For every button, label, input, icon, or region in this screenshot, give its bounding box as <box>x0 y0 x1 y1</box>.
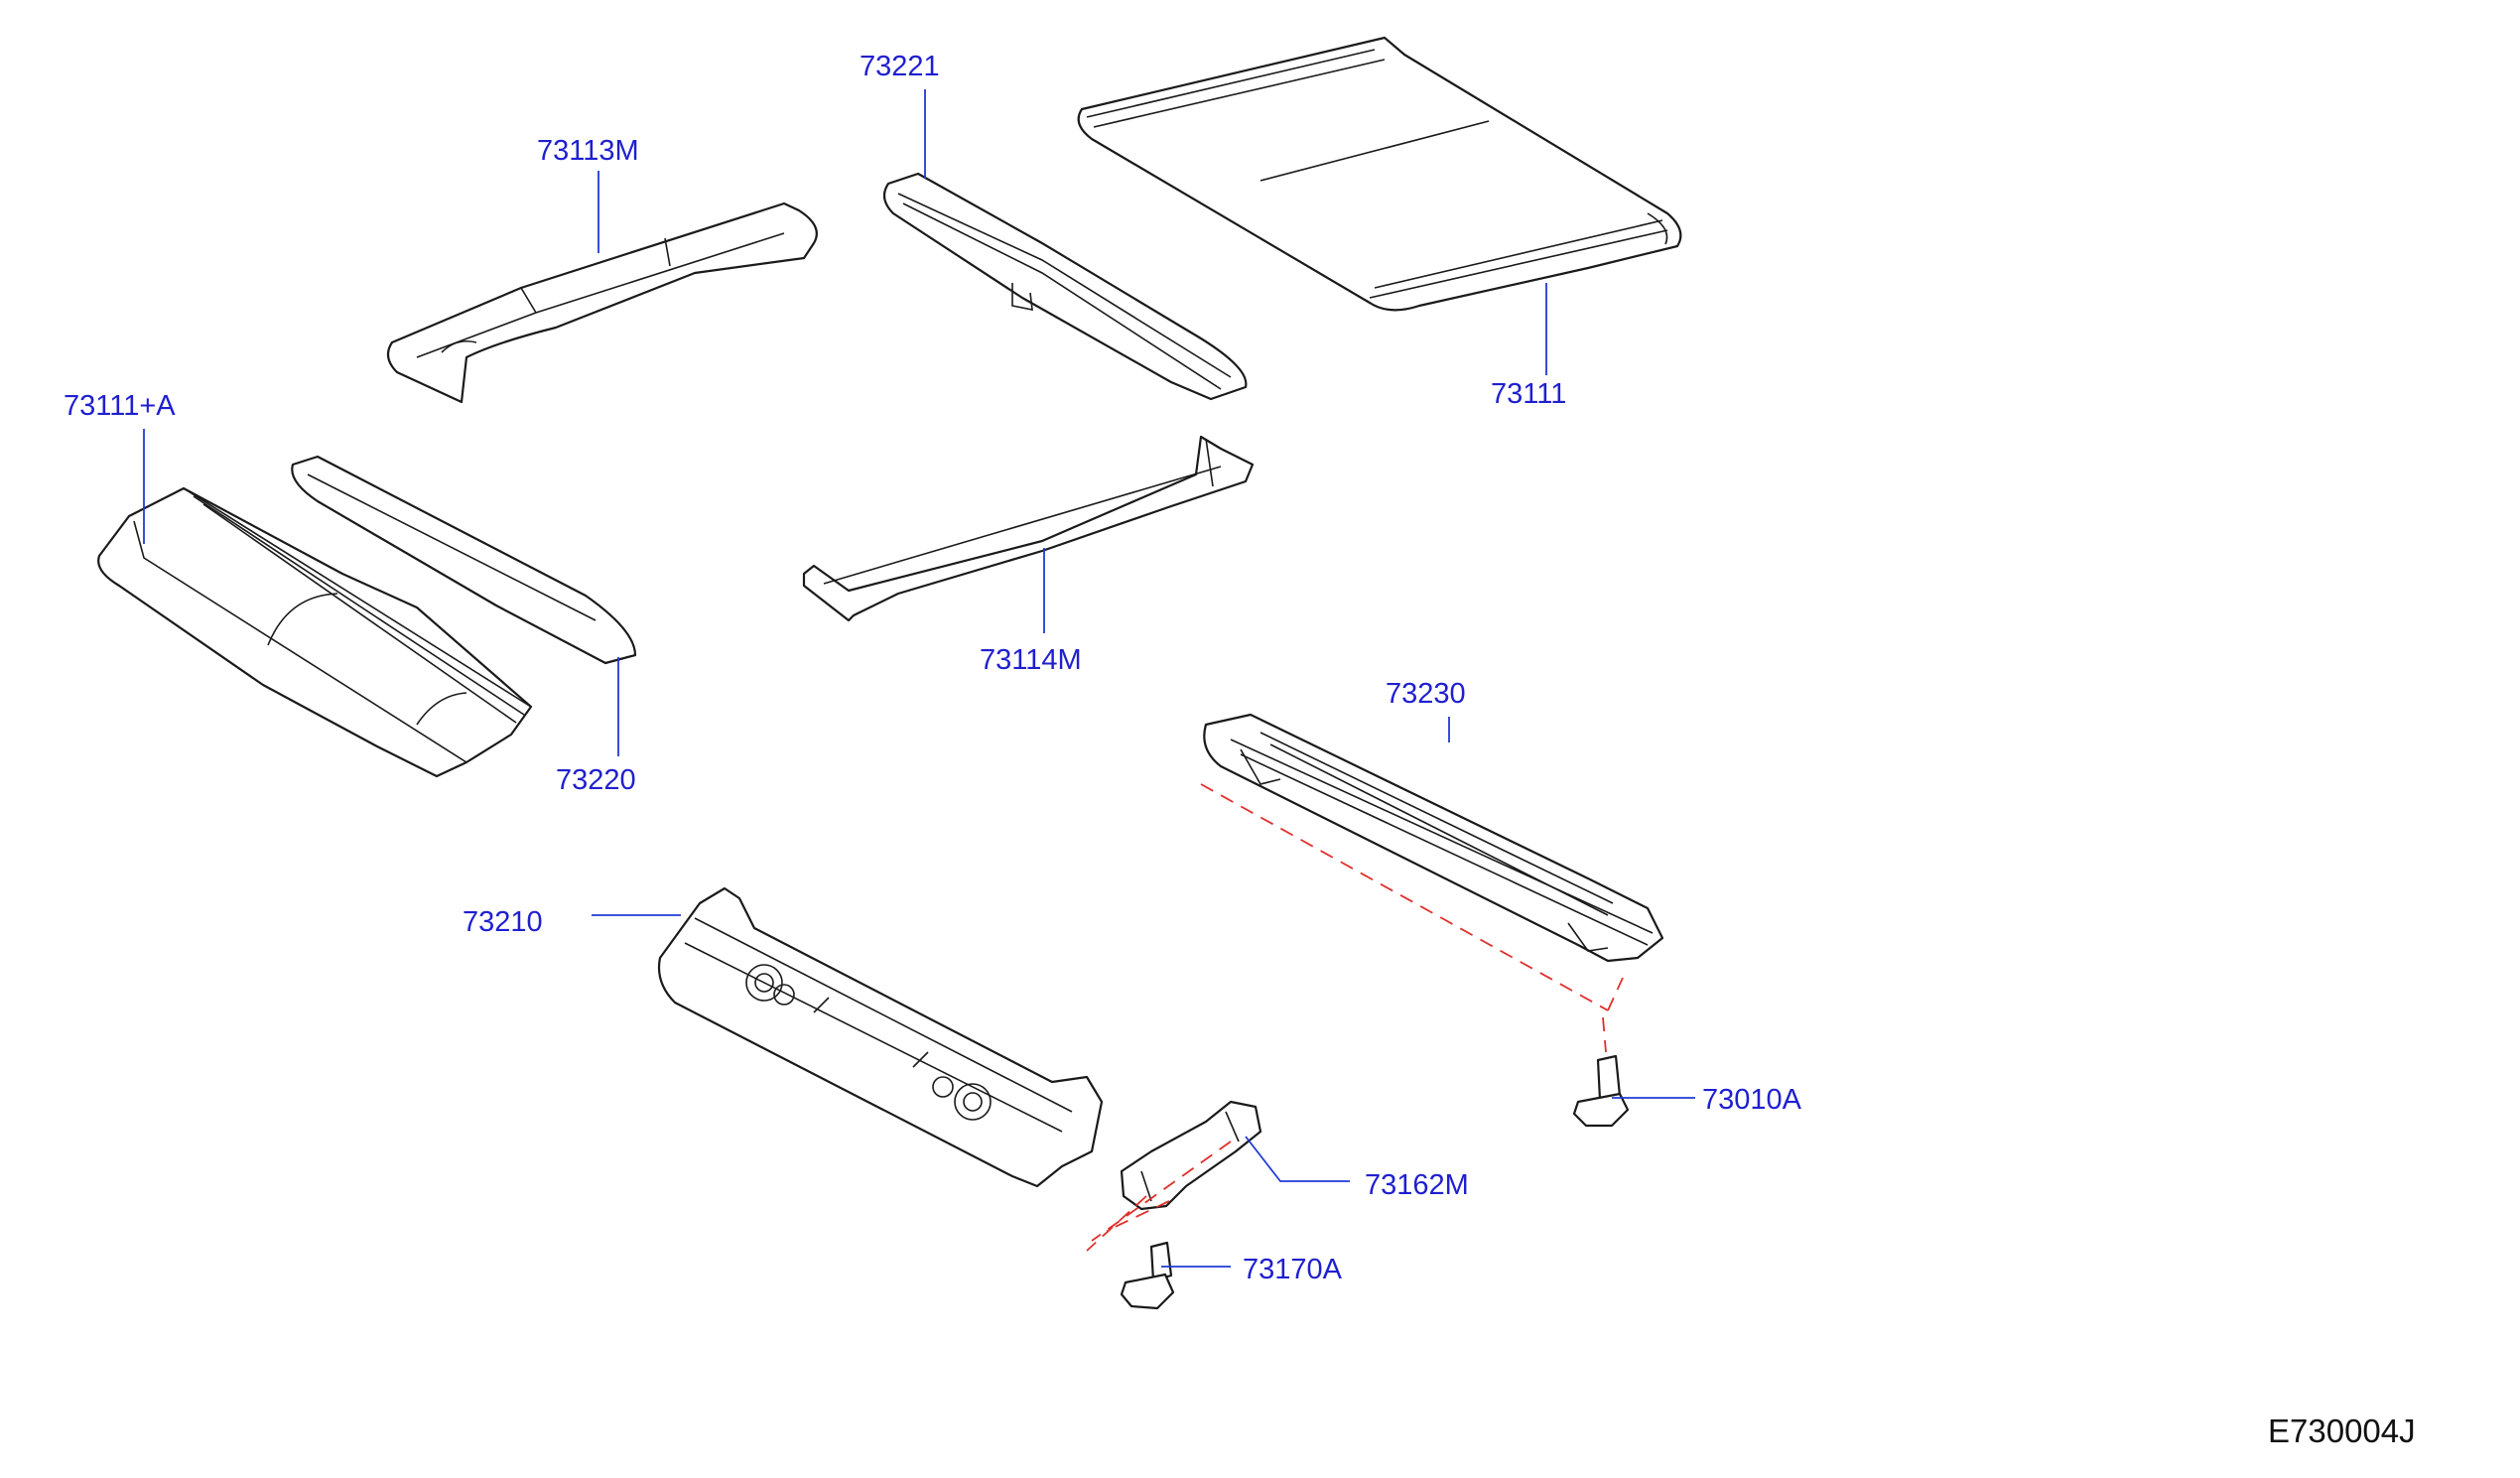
drawing-code: E730004J <box>2268 1412 2416 1449</box>
rear-roof-rail-73220 <box>291 455 637 665</box>
leader-lines <box>143 89 1695 1268</box>
front-roof-rail-73221 <box>882 172 1248 401</box>
label-73220: 73220 <box>556 764 636 796</box>
label-73111A: 73111+A <box>64 390 176 422</box>
front-header-73113M <box>386 202 818 404</box>
label-73162M: 73162M <box>1365 1169 1469 1201</box>
bolt-73170A <box>1120 1241 1175 1310</box>
label-73170A: 73170A <box>1243 1254 1343 1285</box>
label-73111: 73111 <box>1491 378 1566 410</box>
assembly-guide-lines <box>1086 783 1624 1252</box>
rear-member-73210 <box>657 886 1104 1188</box>
bracket-73162M <box>1120 1100 1262 1211</box>
rear-header-73114M <box>802 435 1255 622</box>
roof-panel-73111 <box>1077 36 1682 312</box>
roof-panel-73111A <box>97 486 533 778</box>
label-73221: 73221 <box>860 51 940 82</box>
label-73010A: 73010A <box>1702 1084 1802 1116</box>
bolt-73010A <box>1572 1054 1630 1128</box>
label-73113M: 73113M <box>537 135 639 167</box>
reinforcement-73230 <box>1203 713 1664 963</box>
label-73210: 73210 <box>463 906 543 938</box>
label-73114M: 73114M <box>980 644 1082 676</box>
label-73230: 73230 <box>1386 678 1466 710</box>
